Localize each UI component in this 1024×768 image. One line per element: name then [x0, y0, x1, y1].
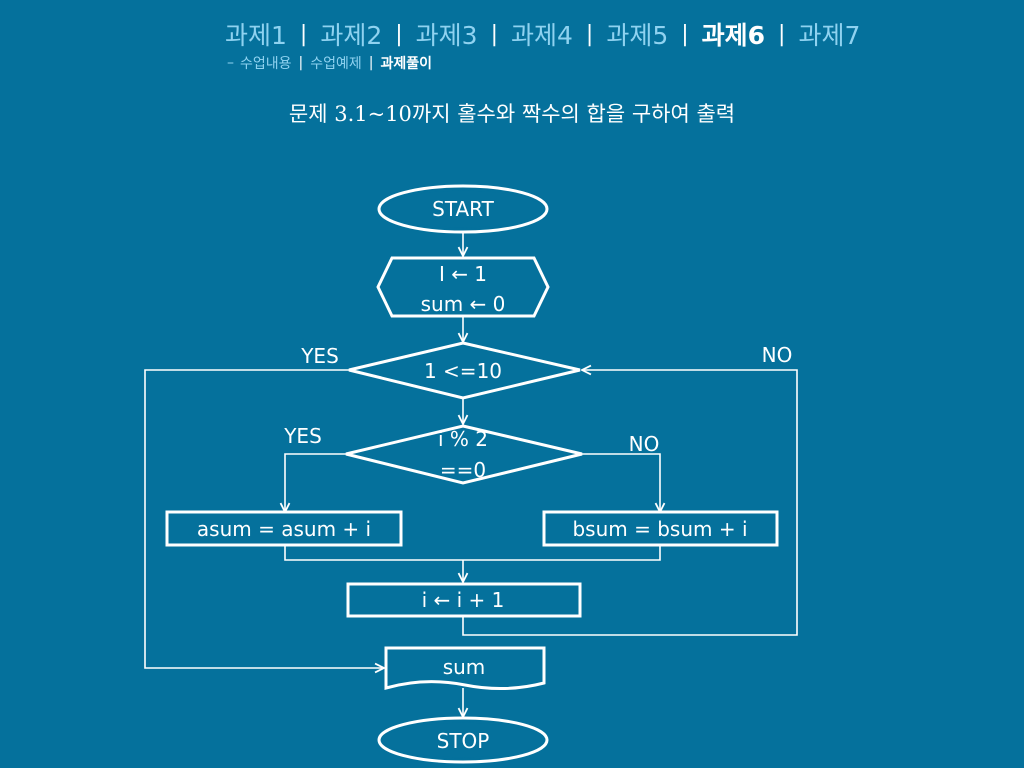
subnav-item-examples[interactable]: 수업예제 — [310, 56, 362, 72]
loop-no-label: NO — [762, 343, 793, 367]
even-no-label: NO — [629, 432, 660, 456]
assignment-tabs: 과제1 | 과제2 | 과제3 | 과제4 | 과제5 | 과제6 | 과제7 — [225, 16, 860, 52]
tab-assignment-2[interactable]: 과제2 — [320, 21, 383, 50]
tab-assignment-4[interactable]: 과제4 — [510, 21, 573, 50]
odd-sum-label: asum = asum + i — [197, 517, 371, 541]
tab-separator: | — [681, 21, 689, 47]
tab-assignment-7[interactable]: 과제7 — [798, 21, 861, 50]
tab-assignment-5[interactable]: 과제5 — [606, 21, 669, 50]
loop-yes-label: YES — [300, 344, 339, 368]
init-line-1: I ← 1 — [439, 262, 487, 286]
even-condition-line-1: i % 2 — [438, 427, 488, 451]
init-line-2: sum ← 0 — [421, 292, 506, 316]
output-document: sum — [384, 646, 546, 691]
increment-process: i ← i + 1 — [346, 582, 582, 618]
subnav-separator: | — [368, 55, 374, 71]
output-label: sum — [443, 655, 486, 679]
subnav-dash: – — [227, 55, 234, 71]
even-sum-label: bsum = bsum + i — [572, 517, 747, 541]
tab-assignment-1[interactable]: 과제1 — [225, 21, 287, 50]
even-condition-line-2: ==0 — [440, 458, 486, 482]
odd-sum-process: asum = asum + i — [165, 510, 403, 547]
start-label: START — [432, 197, 494, 221]
tab-separator: | — [585, 21, 594, 47]
loop-decision: 1 <=10 — [348, 341, 581, 400]
even-yes-label: YES — [283, 424, 322, 448]
stop-label: STOP — [437, 729, 490, 753]
subnav-item-solutions[interactable]: 과제풀이 — [380, 56, 433, 72]
tab-separator: | — [395, 21, 403, 47]
even-sum-process: bsum = bsum + i — [542, 510, 779, 547]
init-preparation: I ← 1 sum ← 0 — [376, 256, 550, 318]
subnav-item-lecture[interactable]: 수업내용 — [240, 56, 292, 72]
tab-assignment-3[interactable]: 과제3 — [415, 21, 478, 50]
stop-terminal: STOP — [377, 716, 549, 764]
loop-condition: 1 <=10 — [424, 359, 502, 383]
tab-separator: | — [490, 21, 498, 47]
increment-label: i ← i + 1 — [422, 588, 505, 612]
even-decision: i % 2 ==0 — [345, 424, 583, 485]
tab-separator: | — [778, 21, 786, 47]
tab-assignment-6[interactable]: 과제6 — [701, 21, 766, 50]
tab-separator: | — [299, 21, 308, 47]
start-terminal: START — [377, 184, 549, 234]
problem-title: 문제 3.1~10까지 홀수와 짝수의 합을 구하여 출력 — [288, 102, 736, 126]
sub-navigation: – 수업내용 | 수업예제 | 과제풀이 — [227, 53, 432, 73]
subnav-separator: | — [298, 55, 304, 71]
flow-connectors — [144, 232, 798, 717]
